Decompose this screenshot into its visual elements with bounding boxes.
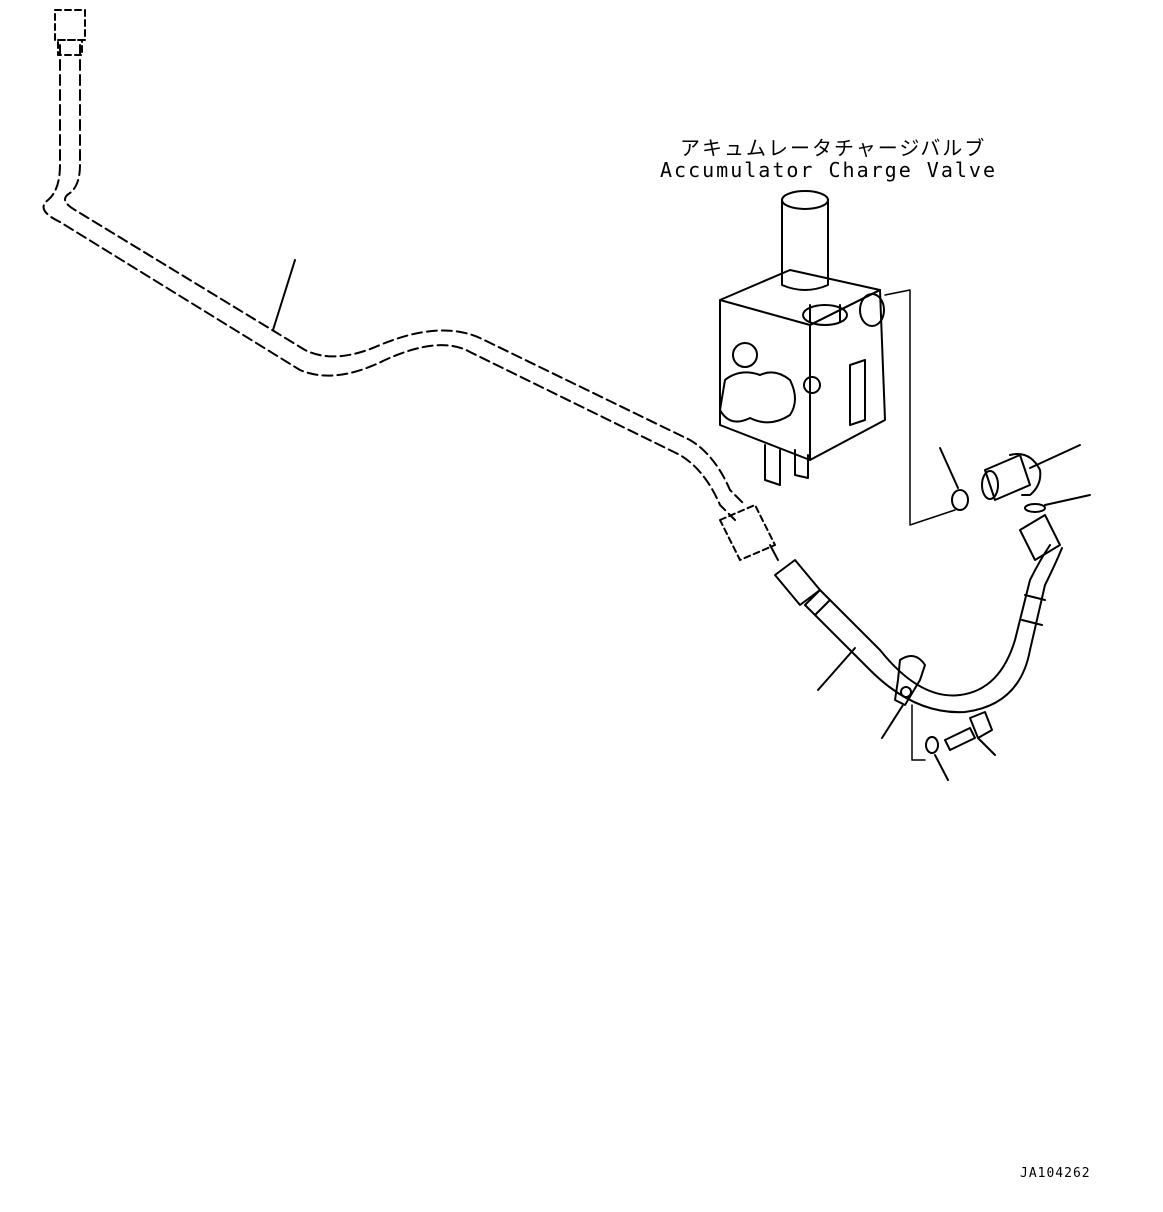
leader-clamp [882,705,903,738]
leader-o-ring [940,448,958,488]
small-o-ring [1025,504,1045,512]
elbow-fitting [982,454,1040,500]
bolt [945,712,992,750]
o-ring [952,490,968,510]
leader-small-o-ring [1045,495,1090,505]
leader-bolt [978,738,995,755]
drawing-id: JA104262 [1020,1166,1091,1181]
clamp [895,656,925,705]
accumulator-charge-valve [720,191,885,485]
steel-tube [44,10,778,560]
leader-hose [818,648,855,690]
component-label-jp: アキュムレータチャージバルブ [680,136,987,160]
component-label-en: Accumulator Charge Valve [660,158,997,182]
leader-elbow [1030,445,1080,468]
leader-clamp-bracket [912,705,925,760]
leader-tube [273,260,295,330]
leader-valve [885,290,955,525]
hose [775,515,1062,712]
washer [926,737,938,753]
leader-washer [935,755,948,780]
